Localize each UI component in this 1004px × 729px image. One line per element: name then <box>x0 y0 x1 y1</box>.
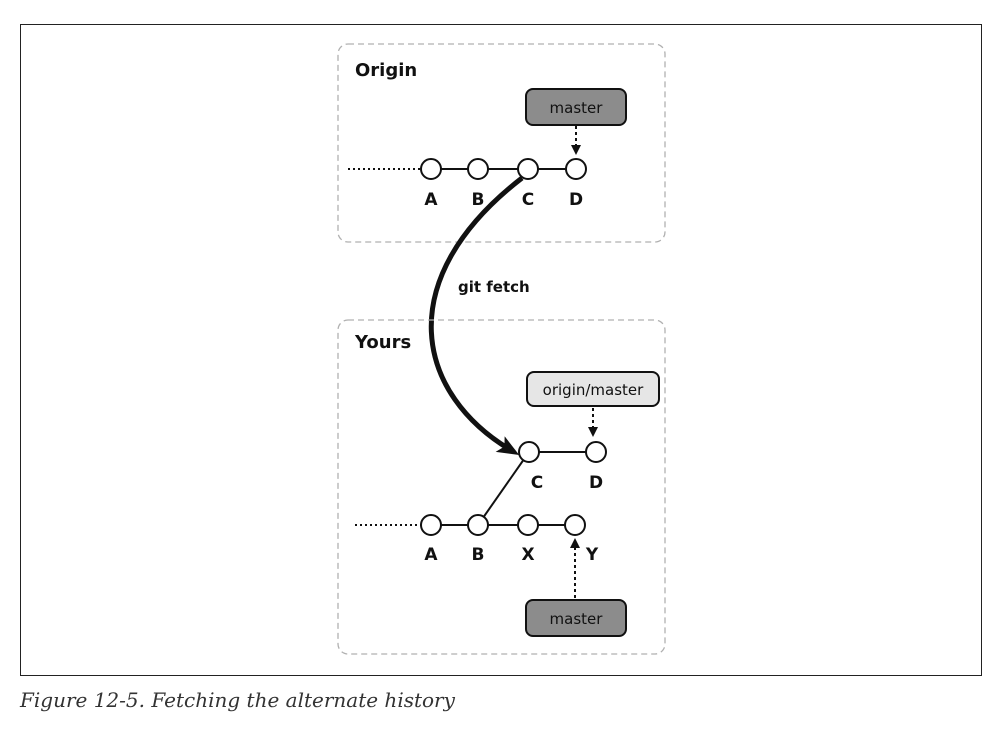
origin-commit-b <box>467 158 489 180</box>
origin-master-branch-label: master <box>550 99 604 117</box>
yours-commit-y-label: Y <box>585 545 599 565</box>
yours-commit-b-label: B <box>472 545 485 565</box>
fetched-commit-c-label: C <box>531 473 543 493</box>
yours-master-branch-box <box>525 599 627 637</box>
origin-commit-d <box>565 158 587 180</box>
origin-panel-title: Origin <box>355 60 417 81</box>
yours-commit-x <box>517 514 539 536</box>
origin-master-remote-branch-label: origin/master <box>543 381 644 399</box>
origin-commit-a-label: A <box>424 190 438 210</box>
yours-commit-a-label: A <box>424 545 438 565</box>
yours-commit-y <box>564 514 586 536</box>
origin-commit-c <box>517 158 539 180</box>
yours-panel-title: Yours <box>354 332 411 353</box>
fetched-commit-c <box>518 441 540 463</box>
yours-commit-b <box>467 514 489 536</box>
figure-caption: Figure 12-5. Fetching the alternate hist… <box>20 688 455 712</box>
fetched-commit-d <box>585 441 607 463</box>
fork-line-b-to-c <box>477 451 530 526</box>
fetched-commit-d-label: D <box>589 473 603 493</box>
origin-panel-border <box>337 43 666 243</box>
origin-commit-d-label: D <box>569 190 583 210</box>
origin-master-remote-branch-box <box>526 371 660 407</box>
yours-panel: Yours origin/master C D A B X Y master <box>337 319 666 655</box>
origin-commit-c-label: C <box>522 190 534 210</box>
origin-commit-b-label: B <box>472 190 485 210</box>
origin-commit-a <box>420 158 442 180</box>
origin-master-branch-box <box>525 88 627 126</box>
yours-commit-x-label: X <box>521 545 534 565</box>
yours-master-branch-label: master <box>550 610 604 628</box>
yours-commit-a <box>420 514 442 536</box>
figure-frame <box>20 24 982 676</box>
origin-panel: Origin master A B C D <box>337 43 666 243</box>
yours-panel-border <box>337 319 666 655</box>
git-fetch-label: git fetch <box>458 278 530 296</box>
git-fetch-arrow <box>428 176 524 455</box>
